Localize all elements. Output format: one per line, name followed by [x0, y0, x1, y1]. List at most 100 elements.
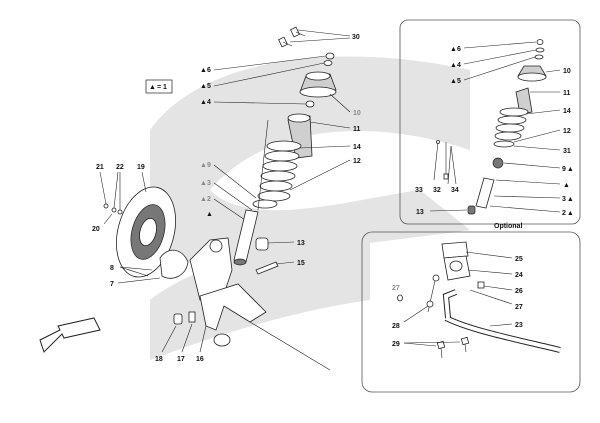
opt-label-6: 6 — [457, 46, 461, 53]
nut-6 — [325, 52, 335, 60]
triangle-damper: ▲ — [206, 211, 213, 218]
opt-triangle-3: ▲ — [567, 196, 574, 203]
stab-nut-26 — [477, 281, 485, 289]
bushing-13 — [255, 237, 269, 251]
label-19: 19 — [137, 164, 145, 171]
hub-carrier — [189, 237, 233, 301]
stab-label-23: 23 — [515, 322, 523, 329]
bolts-29 — [436, 336, 470, 359]
triangle-4: ▲ — [200, 99, 207, 106]
opt-label-2: 2 — [562, 210, 566, 217]
opt-label-12: 12 — [563, 128, 571, 135]
opt-washer-5 — [534, 54, 544, 60]
opt-washer-4 — [535, 47, 545, 53]
opt-label-9: 9 — [562, 166, 566, 173]
opt-rod-33 — [433, 140, 440, 181]
opt-seat-12 — [493, 140, 515, 148]
opt-label-33: 33 — [415, 187, 423, 194]
opt-label-10: 10 — [563, 68, 571, 75]
label-15: 15 — [297, 260, 305, 267]
triangle-9: ▲ — [200, 162, 207, 169]
opt-label-13: 13 — [416, 209, 424, 216]
link-rod-28 — [426, 274, 440, 313]
washer-5 — [323, 60, 333, 66]
lower-wishbone — [199, 283, 331, 371]
opt-triangle-9: ▲ — [567, 166, 574, 173]
dust-boot-11 — [287, 113, 313, 159]
coil-spring-14 — [257, 140, 302, 202]
svg-text:▲4: ▲4 — [200, 99, 211, 106]
opt-bump-9 — [492, 157, 504, 169]
opt-spring-14 — [494, 107, 529, 141]
label-11: 11 — [353, 126, 361, 133]
triangle-6: ▲ — [200, 67, 207, 74]
opt-triangle-5: ▲ — [450, 78, 457, 85]
svg-text:▲4: ▲4 — [450, 62, 461, 69]
opt-triangle-damper: ▲ — [563, 182, 570, 189]
stab-label-29: 29 — [392, 341, 400, 348]
label-18: 18 — [155, 356, 163, 363]
triangle-2: ▲ — [200, 196, 207, 203]
svg-text:▲2: ▲2 — [200, 196, 211, 203]
svg-text:▲5: ▲5 — [450, 78, 461, 85]
brake-disc-19 — [116, 186, 176, 278]
opt-bushing-13 — [467, 205, 476, 215]
damper-body — [233, 119, 269, 266]
stab-label-27b: 27 — [392, 285, 400, 292]
legend-box: ▲= 1 — [145, 79, 173, 94]
optional-box — [399, 19, 581, 225]
stabilizer-bar-23 — [442, 289, 561, 353]
label-2: 2 — [207, 196, 211, 203]
screw-21 — [103, 203, 109, 209]
stab-label-28: 28 — [392, 323, 400, 330]
svg-text:▲6: ▲6 — [200, 67, 211, 74]
opt-triangle-4: ▲ — [450, 62, 457, 69]
bush-18 — [173, 313, 183, 325]
stab-label-27: 27 — [515, 304, 523, 311]
label-5: 5 — [207, 83, 211, 90]
legend-symbol: ▲ — [149, 84, 156, 91]
spring-seat — [252, 199, 278, 209]
top-mount-10 — [299, 71, 337, 98]
svg-text:▲6: ▲6 — [450, 46, 461, 53]
screw-22b — [117, 209, 123, 215]
label-4: 4 — [207, 99, 211, 106]
opt-triangle-2: ▲ — [567, 210, 574, 217]
opt-label-4: 4 — [457, 62, 461, 69]
opt-label-34: 34 — [451, 187, 459, 194]
label-6: 6 — [207, 67, 211, 74]
label-13: 13 — [297, 240, 305, 247]
direction-arrow — [39, 317, 101, 353]
opt-label-5: 5 — [457, 78, 461, 85]
background-sweep — [150, 56, 470, 360]
opt-label-32: 32 — [433, 187, 441, 194]
label-21: 21 — [96, 164, 104, 171]
bolt-30-b — [290, 26, 306, 38]
optional-label: Optional — [494, 223, 522, 230]
stab-label-25: 25 — [515, 256, 523, 263]
triangle-3: ▲ — [200, 180, 207, 187]
opt-nut-6 — [536, 39, 544, 45]
opt-label-31: 31 — [563, 148, 571, 155]
stabilizer-bushing-25 — [441, 241, 469, 259]
stab-label-24: 24 — [515, 272, 523, 279]
opt-label-14: 14 — [563, 108, 571, 115]
stabilizer-box — [361, 231, 581, 393]
screw-22a — [111, 207, 117, 213]
label-12: 12 — [353, 158, 361, 165]
opt-damper-body — [475, 177, 495, 209]
bolt-15 — [255, 261, 279, 275]
svg-text:9▲: 9▲ — [562, 166, 574, 173]
label-30: 30 — [352, 34, 360, 41]
svg-text:3▲: 3▲ — [562, 196, 574, 203]
svg-text:▲3: ▲3 — [200, 180, 211, 187]
legend-text: = 1 — [157, 84, 167, 91]
svg-text:▲= 1: ▲= 1 — [149, 84, 167, 91]
label-9: 9 — [207, 162, 211, 169]
label-16: 16 — [196, 356, 204, 363]
label-17: 17 — [177, 356, 185, 363]
opt-label-11: 11 — [563, 90, 571, 97]
stab-nut-27 — [397, 294, 403, 302]
svg-text:▲5: ▲5 — [200, 83, 211, 90]
label-3: 3 — [207, 180, 211, 187]
